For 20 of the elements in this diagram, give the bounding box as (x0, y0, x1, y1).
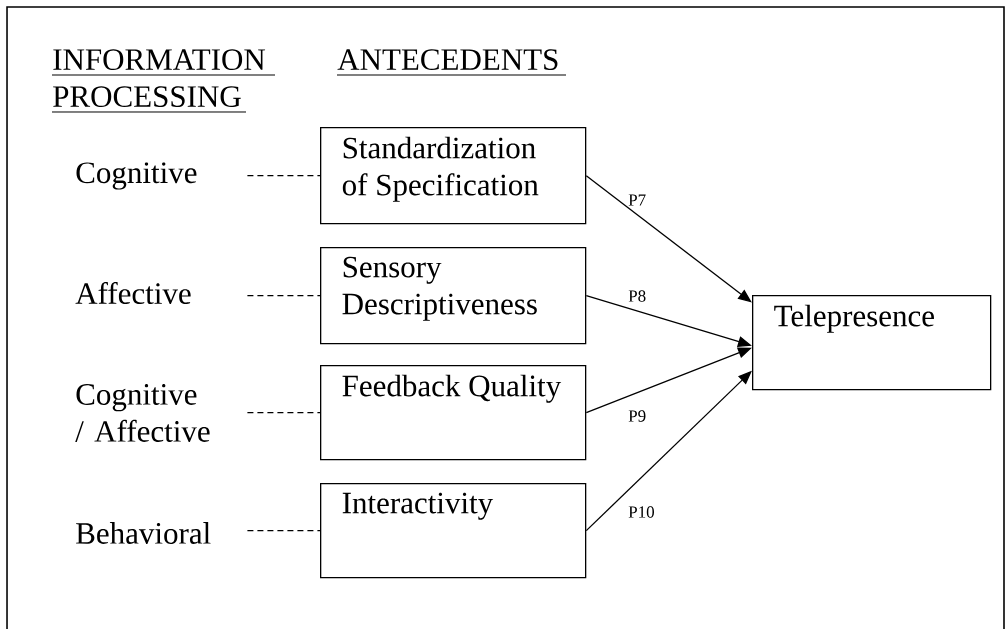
processing-label: Affective (75, 281, 191, 305)
column-heading: ANTECEDENTS (336, 49, 567, 76)
concept-box: Feedback Quality (320, 365, 587, 461)
processing-label: Cognitive (76, 162, 197, 190)
arrow (585, 175, 752, 303)
edge-label: P9 (628, 410, 646, 422)
dashed-connector (246, 412, 321, 414)
dashed-connector (246, 530, 321, 532)
concept-box: Standardization of Specification (320, 127, 587, 225)
concept-box: Interactivity (320, 483, 587, 579)
concept-box: Telepresence (752, 295, 992, 391)
concept-box: Sensory Descriptiveness (320, 247, 587, 345)
processing-label: Behavioral (76, 522, 211, 544)
processing-label: Cognitive / Affective (75, 384, 210, 442)
edge-label: P7 (628, 194, 646, 206)
edge-label: P8 (628, 290, 646, 302)
edge-label: P10 (628, 506, 654, 518)
dashed-connector (246, 295, 321, 297)
column-heading: INFORMATION PROCESSING (51, 49, 276, 113)
dashed-connector (246, 175, 321, 177)
